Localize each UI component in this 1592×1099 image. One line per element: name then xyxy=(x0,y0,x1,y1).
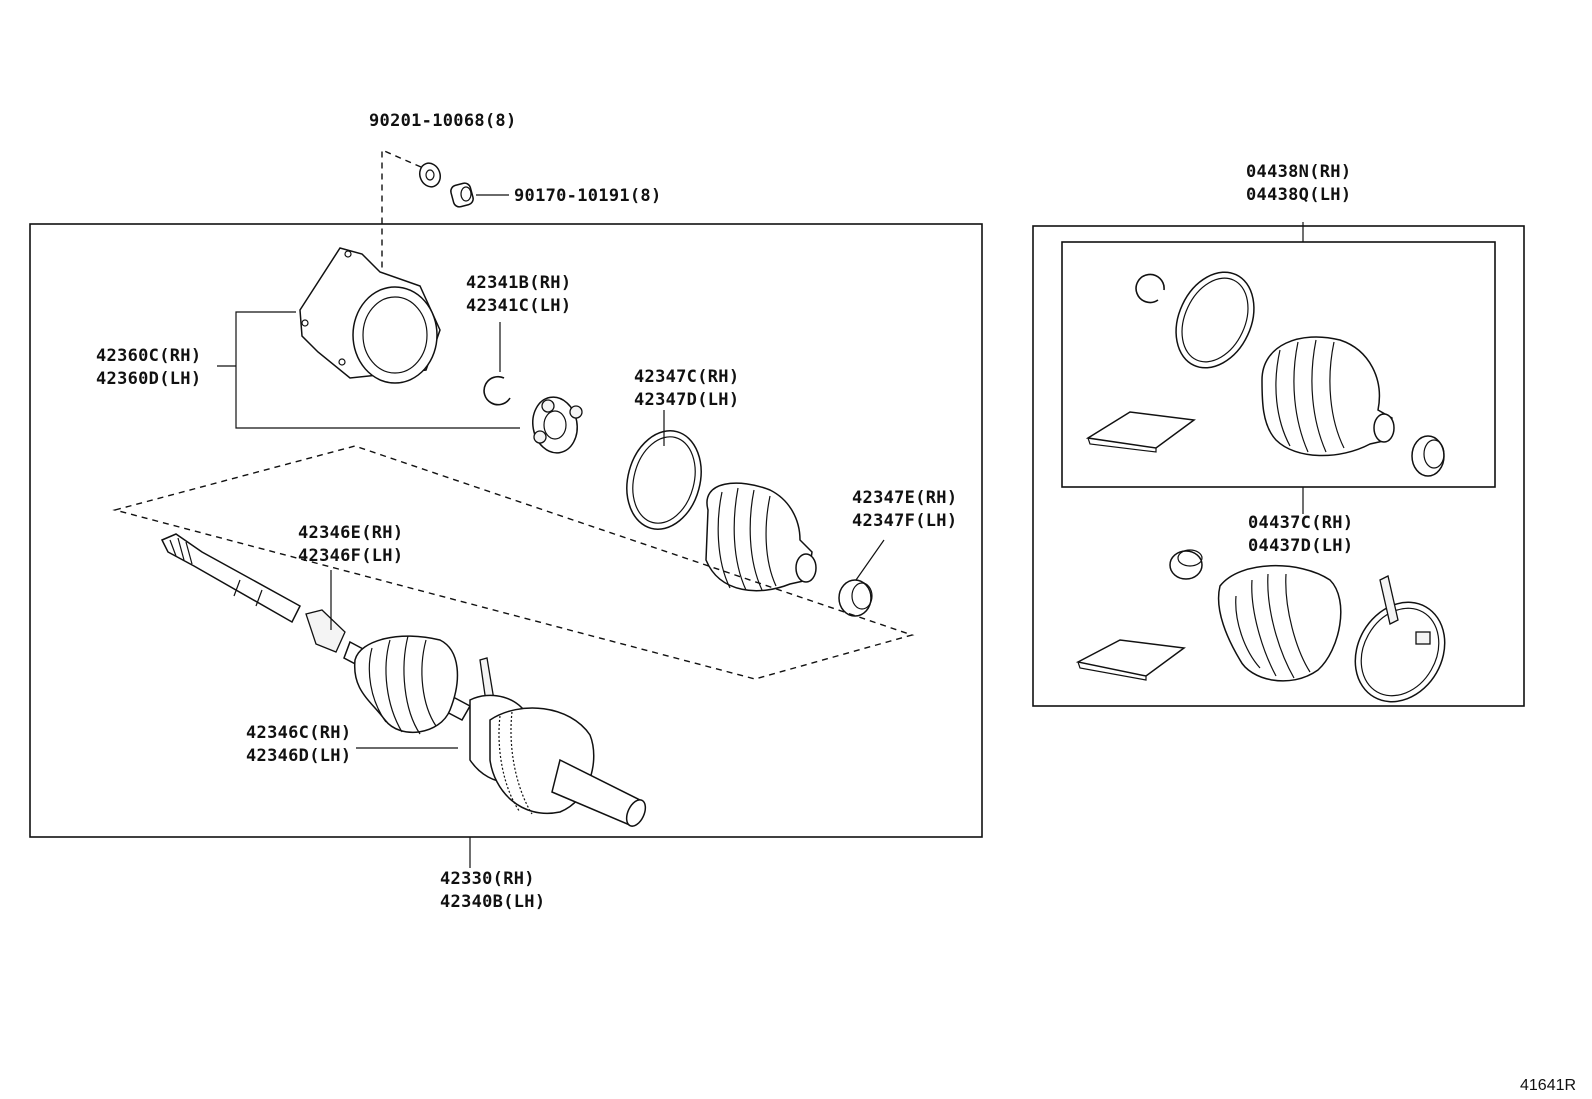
outer-housing-bracket xyxy=(235,311,520,429)
label-boot-clamp-lh: 42347D(LH) xyxy=(634,390,739,410)
figure-id: 41641R xyxy=(1520,1077,1576,1094)
kit-outer-boot-part xyxy=(1217,565,1342,682)
label-outer-joint-rh: 42346C(RH) xyxy=(246,723,351,743)
nut-part xyxy=(450,182,474,208)
label-nut: 90170-10191(8) xyxy=(514,186,662,206)
boot-kit-frame xyxy=(1032,225,1525,707)
label-boot-clamp-rh: 42347C(RH) xyxy=(634,367,739,387)
kit-grease-pack-inner xyxy=(1085,411,1196,449)
kit-large-clamp-outer-part xyxy=(1354,575,1446,703)
snap-ring-part xyxy=(483,375,511,406)
label-boot-kit-inner-lh: 04438Q(LH) xyxy=(1246,185,1351,205)
kit-large-clamp-part xyxy=(1175,271,1255,369)
large-clamp-part xyxy=(626,430,702,530)
label-shaft-assy-lh: 42340B(LH) xyxy=(440,892,545,912)
kit-grease-pack-outer xyxy=(1075,639,1186,677)
label-snap-ring-lh: 42341C(LH) xyxy=(466,296,571,316)
shaft-assembly-frame xyxy=(29,223,983,838)
inner-kit-dashed-outline xyxy=(112,445,915,680)
label-bolt: 90201-10068(8) xyxy=(369,111,517,131)
kit-small-clamp-outer-part xyxy=(1169,549,1203,580)
label-inner-boot-rh: 42346E(RH) xyxy=(298,523,403,543)
outer-boot-part xyxy=(353,635,495,735)
label-small-clamp-lh: 42347F(LH) xyxy=(852,511,957,531)
kit-snap-ring-part xyxy=(1135,273,1165,304)
tripod-part xyxy=(532,396,583,454)
label-snap-ring-rh: 42341B(RH) xyxy=(466,273,571,293)
label-shaft-assy-rh: 42330(RH) xyxy=(440,869,535,889)
inner-boot-part xyxy=(705,482,817,592)
label-outer-housing-rh: 42360C(RH) xyxy=(96,346,201,366)
outer-cv-joint-part xyxy=(469,694,647,828)
label-boot-kit-inner-rh: 04438N(RH) xyxy=(1246,162,1351,182)
inner-boot-kit-frame xyxy=(1061,241,1496,488)
label-small-clamp-rh: 42347E(RH) xyxy=(852,488,957,508)
outer-housing-part xyxy=(299,247,441,384)
label-outer-housing-lh: 42360D(LH) xyxy=(96,369,201,389)
bolt-part xyxy=(418,162,442,188)
label-boot-kit-outer-rh: 04437C(RH) xyxy=(1248,513,1353,533)
small-clamp-leader xyxy=(855,539,885,581)
kit-inner-boot-part xyxy=(1261,336,1395,457)
small-clamp-part xyxy=(838,579,872,617)
label-inner-boot-lh: 42346F(LH) xyxy=(298,546,403,566)
label-outer-joint-lh: 42346D(LH) xyxy=(246,746,351,766)
bolt-dashed-leader xyxy=(381,148,422,276)
label-boot-kit-outer-lh: 04437D(LH) xyxy=(1248,536,1353,556)
